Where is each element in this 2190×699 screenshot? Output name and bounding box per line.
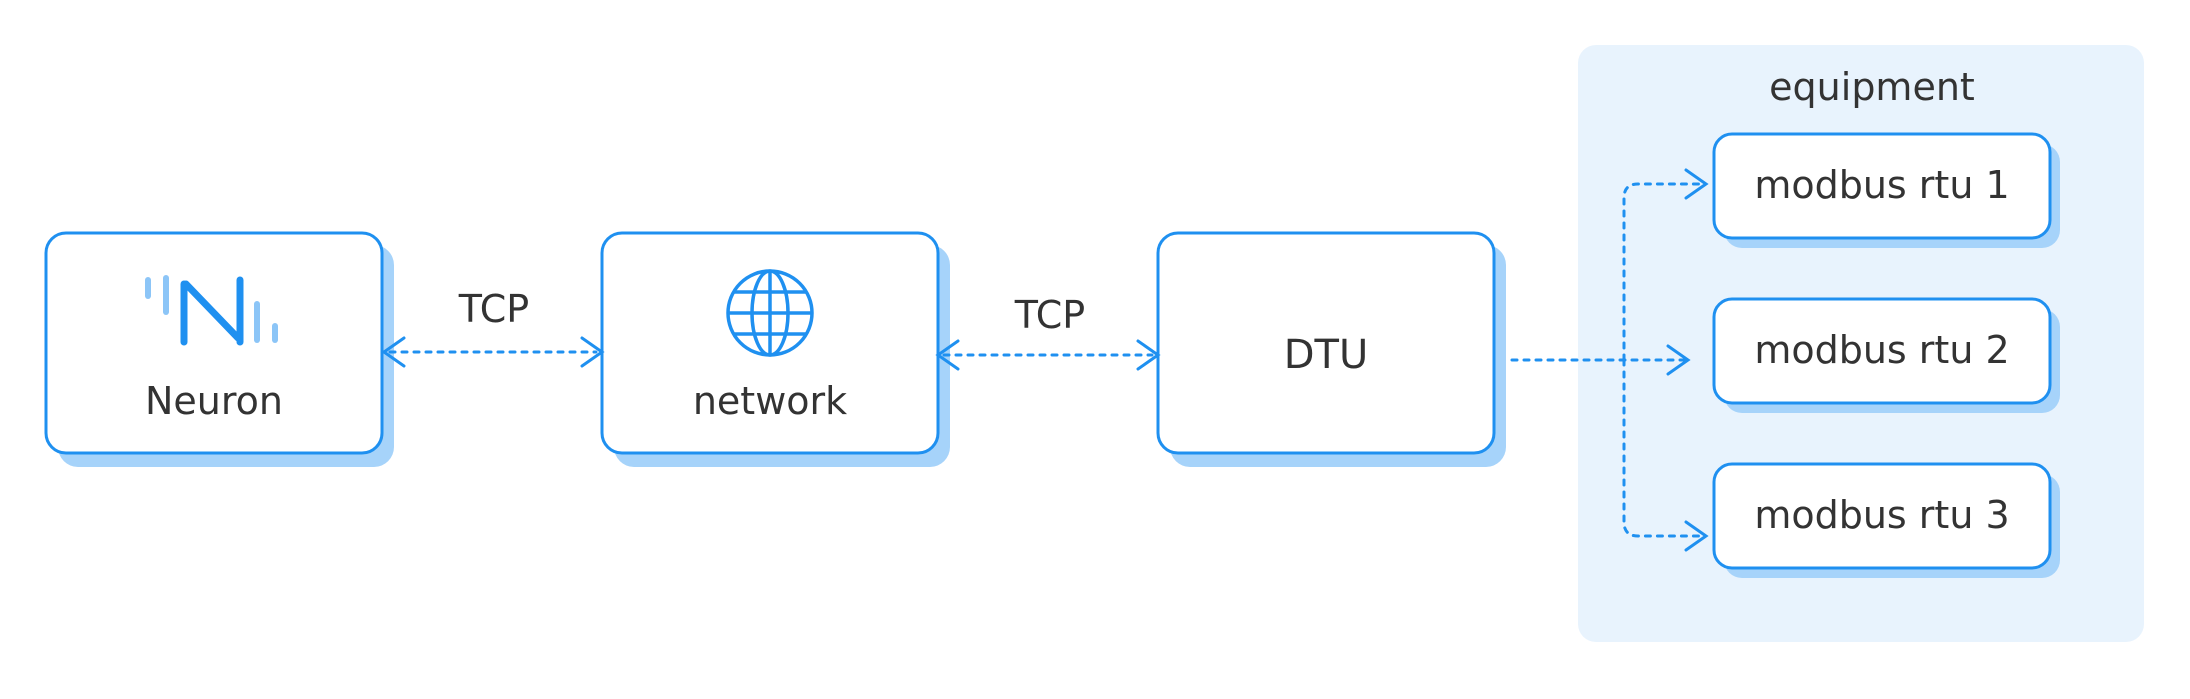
device-label-3: modbus rtu 3 xyxy=(1754,493,2009,537)
equipment-title: equipment xyxy=(1769,65,1975,109)
dtu-node: DTU xyxy=(1156,231,1506,467)
connector-dtu-devices xyxy=(1510,168,1709,552)
dtu-node-box xyxy=(1156,231,1496,455)
device-label-1: modbus rtu 1 xyxy=(1754,163,2009,207)
network-node: network xyxy=(600,231,950,467)
arrowhead-left xyxy=(381,336,406,368)
connector-network-dtu xyxy=(935,339,1161,371)
network-label: network xyxy=(693,379,847,423)
arrowhead-right xyxy=(580,336,605,368)
neuron-node-box xyxy=(44,231,384,455)
arrowhead-device-1 xyxy=(1684,168,1709,200)
device-node-1-box xyxy=(1712,132,2052,240)
neuron-logo-icon xyxy=(145,275,278,346)
tcp-label-1: TCP xyxy=(458,287,529,331)
dtu-label: DTU xyxy=(1284,332,1369,378)
device-node-1: modbus rtu 1 xyxy=(1712,132,2060,248)
arrowhead-right xyxy=(1136,339,1161,371)
globe-icon xyxy=(726,269,814,357)
connector-neuron-network xyxy=(381,336,605,368)
device-node-2-box xyxy=(1712,297,2052,405)
device-label-2: modbus rtu 2 xyxy=(1754,328,2009,372)
device-node-3: modbus rtu 3 xyxy=(1712,462,2060,578)
arrowhead-device-2 xyxy=(1666,344,1691,376)
arrowhead-device-3 xyxy=(1684,520,1709,552)
neuron-label: Neuron xyxy=(145,379,283,423)
device-node-2: modbus rtu 2 xyxy=(1712,297,2060,413)
device-node-3-box xyxy=(1712,462,2052,570)
tcp-label-2: TCP xyxy=(1014,293,1085,337)
neuron-node: Neuron xyxy=(44,231,394,467)
arrowhead-left xyxy=(935,339,960,371)
